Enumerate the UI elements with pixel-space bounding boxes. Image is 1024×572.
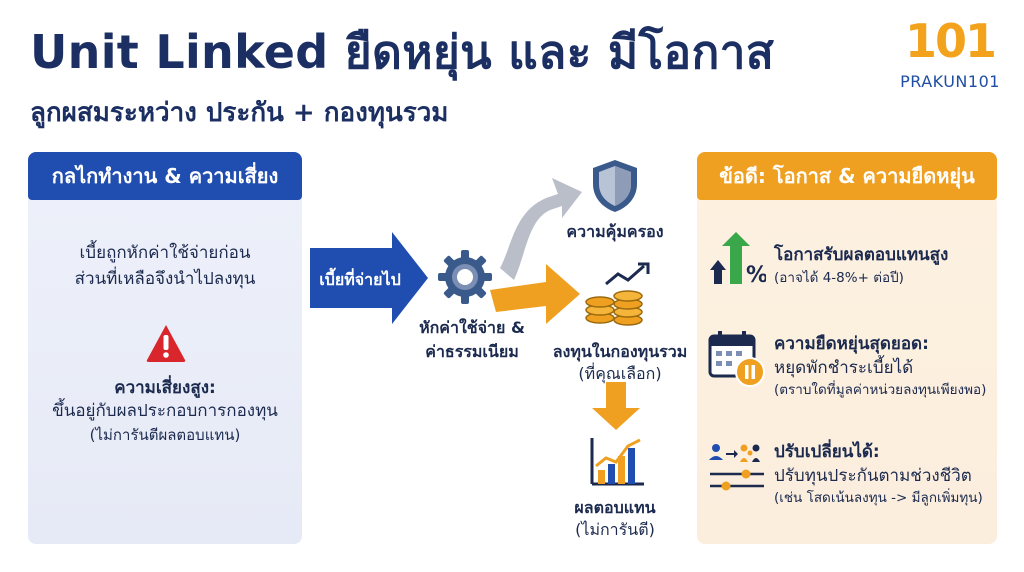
benefit-flexibility-sub: (ตราบใดที่มูลค่าหน่วยลงทุนเพียงพอ) — [774, 382, 987, 398]
fees-label-line1: หักค่าใช้จ่าย & — [419, 318, 525, 337]
benefit-adjustable-sub: (เช่น โสดเน้นลงทุน -> มีลูกเพิ่มทุน) — [774, 490, 983, 506]
risk-title: ความเสี่ยงสูง: — [114, 378, 216, 398]
svg-text:%: % — [746, 263, 766, 286]
coins-growth-icon — [585, 262, 650, 326]
invest-remainder-text: ส่วนที่เหลือจึงนำไปลงทุน — [74, 269, 256, 289]
benefit-adjustable-line: ปรับทุนประกันตามช่วงชีวิต — [774, 466, 972, 486]
flow-diagram — [310, 178, 640, 430]
prakun101-logo: 101 PRAKUN101 — [895, 14, 1005, 100]
fees-label-line2: ค่าธรรมเนียม — [425, 342, 519, 361]
benefits-header: ข้อดี: โอกาส & ความยืดหยุ่น — [697, 152, 997, 200]
protection-label: ความคุ้มครอง — [566, 222, 664, 241]
investment-label-line2: (ที่คุณเลือก) — [578, 364, 662, 383]
protection-arrow — [500, 178, 582, 280]
deduction-text: เบี้ยถูกหักค่าใช้จ่ายก่อน — [79, 243, 251, 263]
premium-arrow — [310, 232, 428, 324]
gear-icon — [438, 250, 492, 304]
calendar-pause-icon — [708, 331, 765, 387]
returns-label-line1: ผลตอบแทน — [574, 498, 656, 517]
shield-icon — [593, 160, 637, 212]
page-subtitle: ลูกผสมระหว่าง ประกัน + กองทุนรวม — [30, 98, 449, 128]
warning-icon — [146, 325, 186, 362]
investment-arrow — [490, 264, 580, 324]
growth-percent-icon: % — [710, 232, 766, 286]
risk-detail: ขึ้นอยู่กับผลประกอบการกองทุน — [52, 401, 278, 421]
page-title: Unit Linked ยืดหยุ่น และ มีโอกาส — [30, 25, 775, 79]
logo-number: 101 — [905, 14, 997, 68]
benefit-adjustable-title: ปรับเปลี่ยนได้: — [774, 442, 880, 462]
returns-arrow — [592, 382, 640, 430]
benefit-flexibility-title: ความยืดหยุ่นสุดยอด: — [774, 334, 929, 354]
returns-chart-icon — [590, 438, 644, 486]
benefit-high-return-sub: (อาจได้ 4-8%+ ต่อปี) — [774, 270, 904, 286]
benefit-flexibility-line: หยุดพักชำระเบี้ยได้ — [774, 358, 914, 378]
benefit-high-return-title: โอกาสรับผลตอบแทนสูง — [774, 245, 949, 265]
investment-label-line1: ลงทุนในกองทุนรวม — [552, 342, 688, 361]
premium-paid-label: เบี้ยที่จ่ายไป — [319, 270, 401, 289]
returns-label-line2: (ไม่การันตี) — [575, 520, 655, 539]
risk-no-guarantee: (ไม่การันตีผลตอบแทน) — [89, 426, 241, 444]
family-sliders-icon — [709, 444, 764, 491]
mechanism-risk-header: กลไกทำงาน & ความเสี่ยง — [28, 152, 302, 200]
logo-text: PRAKUN101 — [900, 72, 1000, 91]
